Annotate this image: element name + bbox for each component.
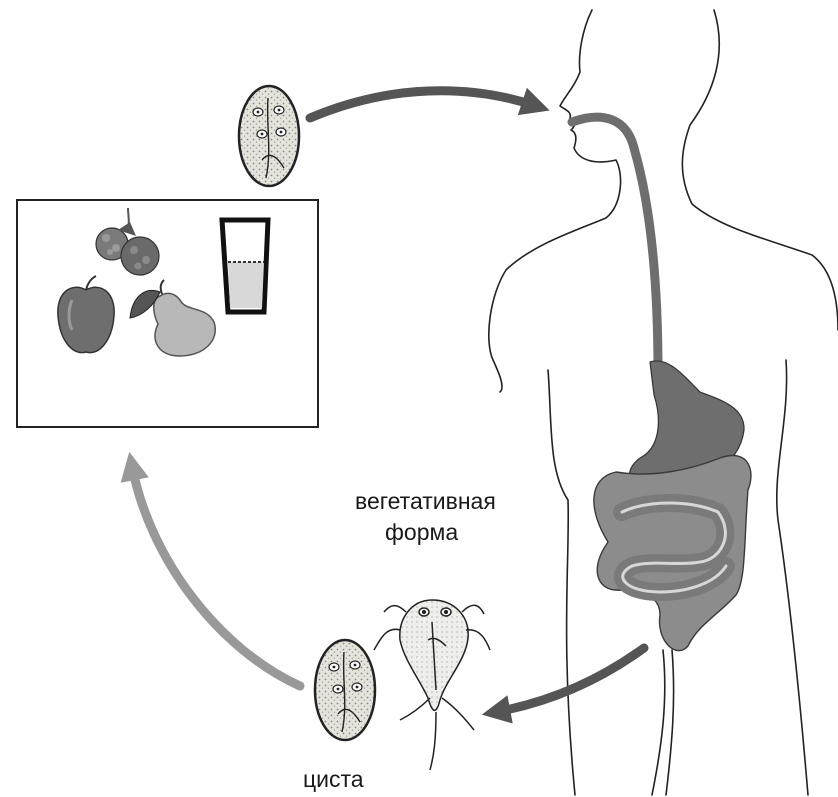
food-water-box [17,200,318,427]
vegetative-form-label-line1: вегетативная [355,487,496,515]
vegetative-form-label-line2: форма [385,518,458,546]
digestive-tract [572,117,751,650]
arrow-to-mouth [310,91,536,118]
arrow-to-food [132,466,300,686]
cyst-icon-bottom [315,640,375,740]
trophozoite-icon [374,600,490,770]
cyst-icon-top [239,86,299,186]
arrow-to-cyst [496,648,644,712]
cyst-label: циста [303,765,364,793]
glass-of-water-icon [222,220,268,312]
esophagus [572,117,658,372]
